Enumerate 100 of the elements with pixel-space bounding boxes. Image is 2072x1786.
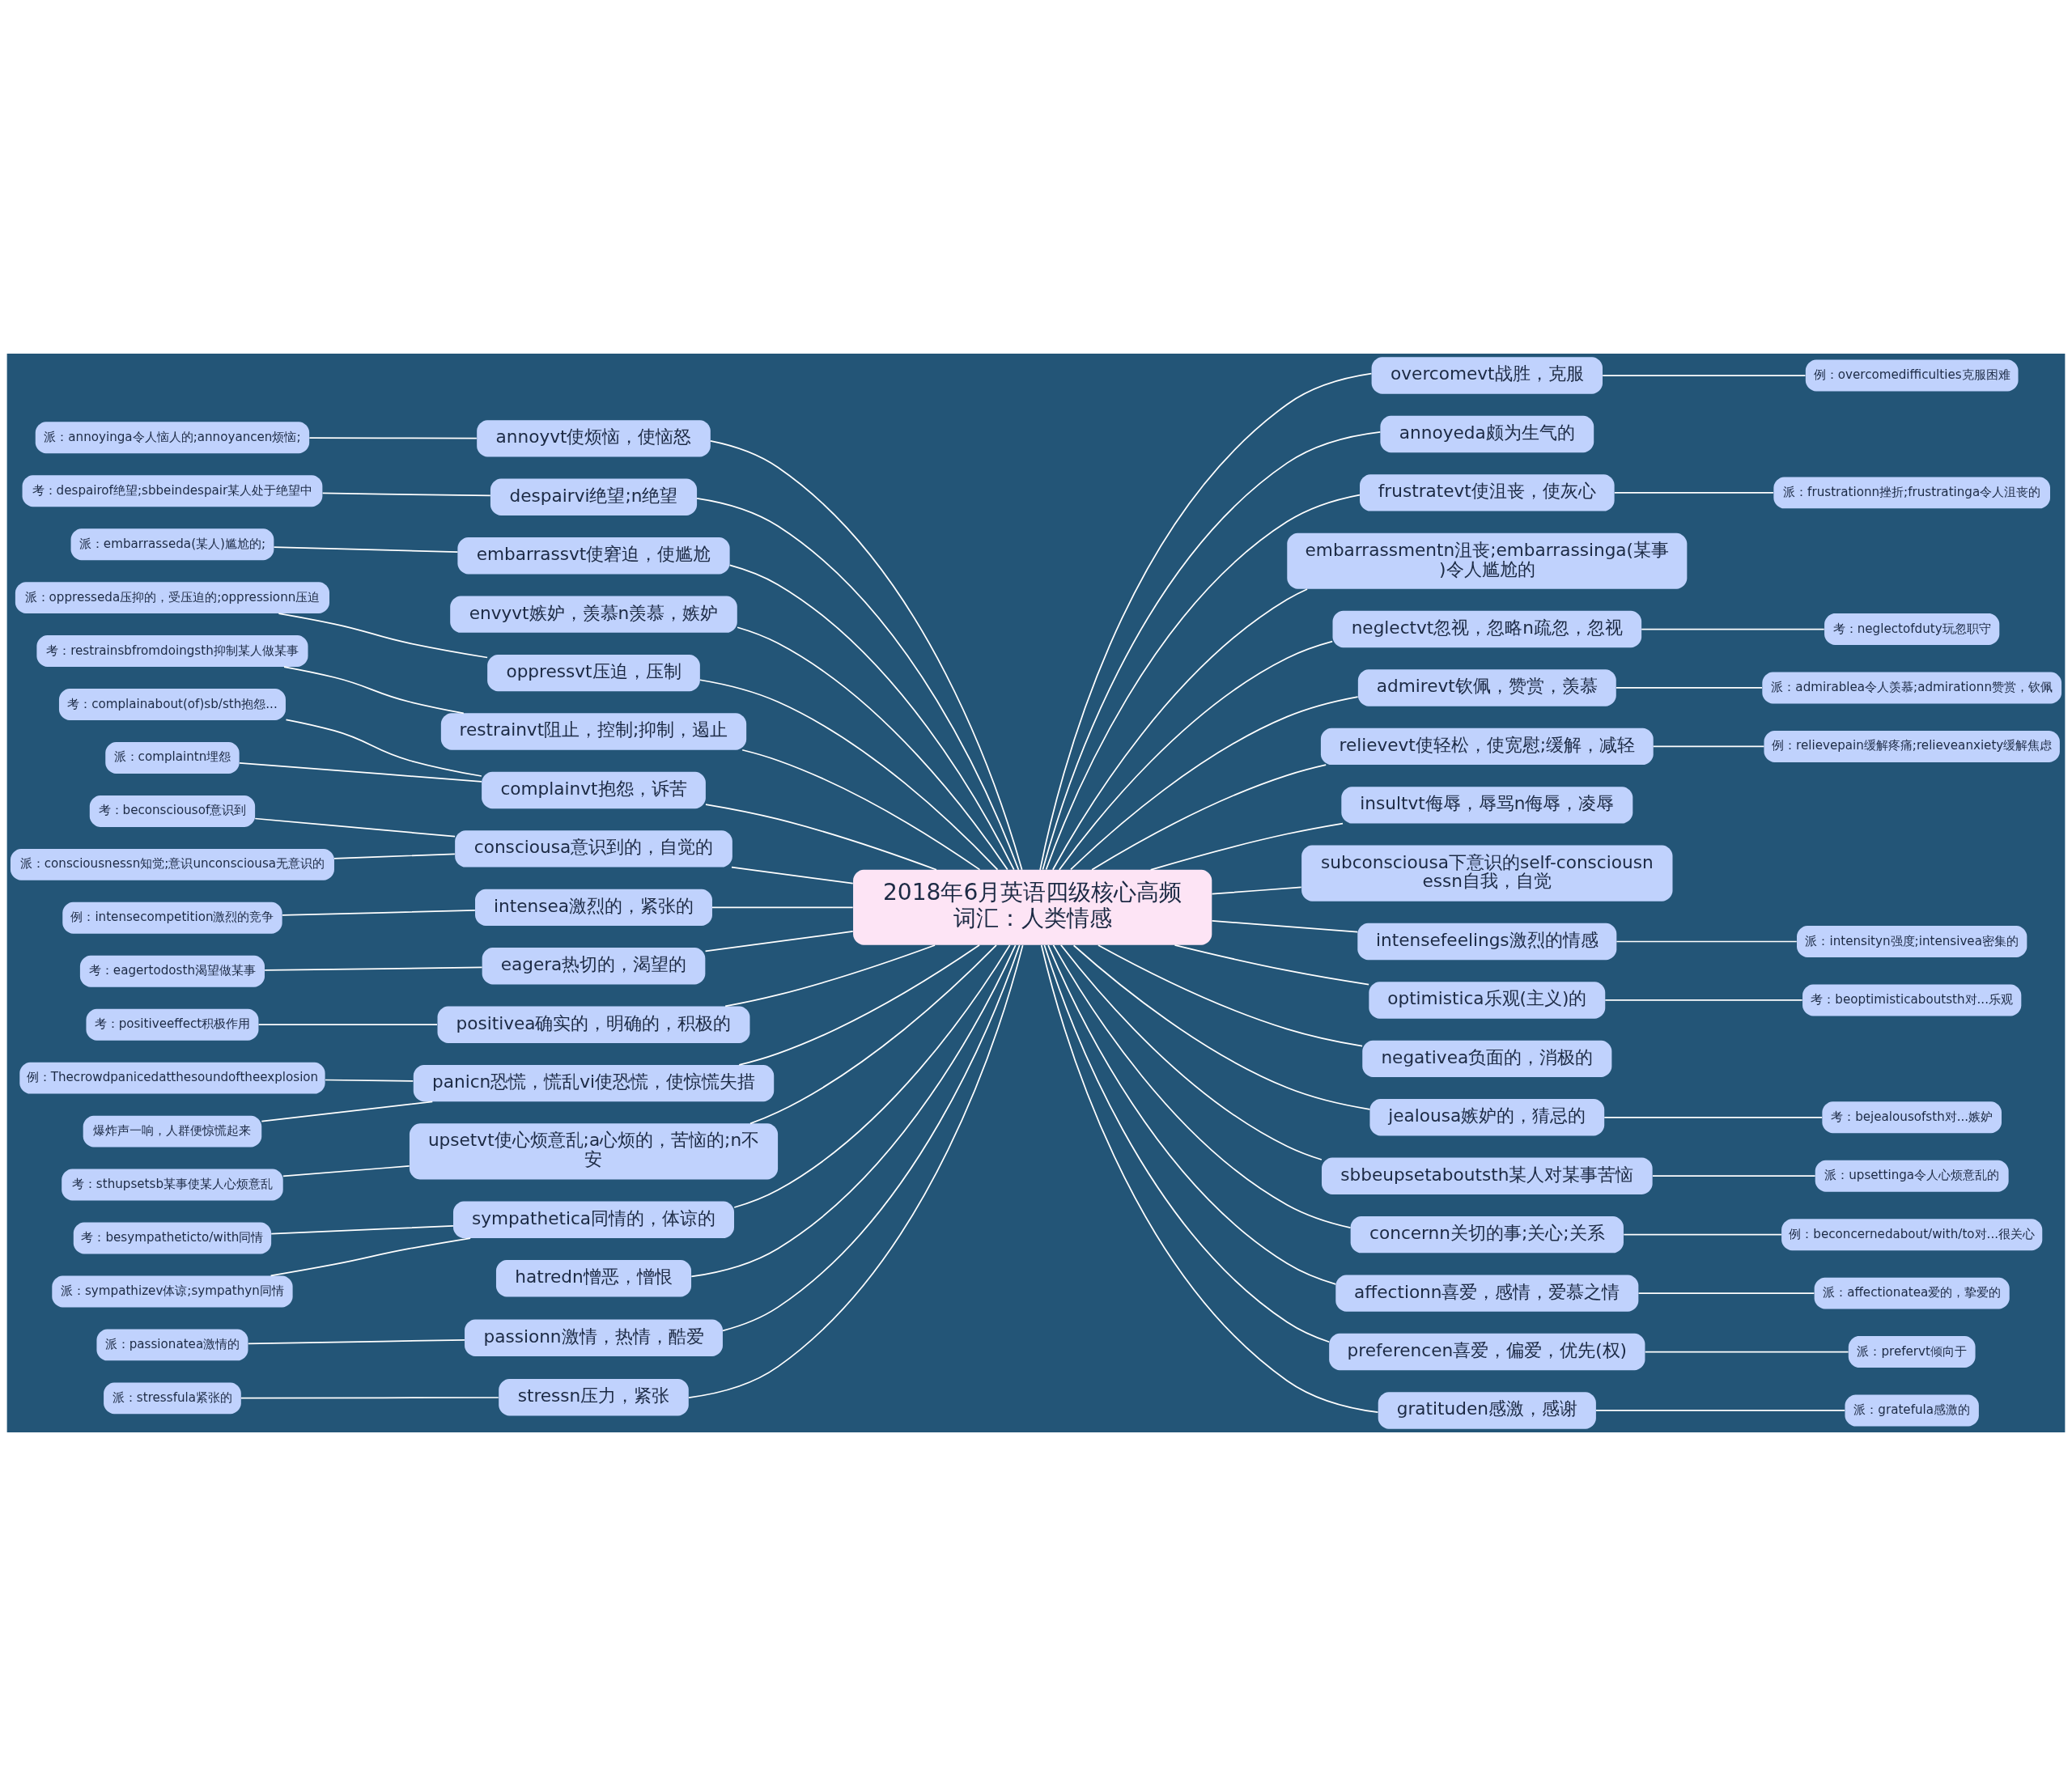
node-box: eagera热切的，渴望的: [482, 948, 706, 985]
node-box: embarrassmentn沮丧;embarrassinga(某事)令人尴尬的: [1287, 532, 1688, 589]
connector: [333, 853, 456, 859]
connector: [1058, 640, 1334, 871]
connector: [270, 1237, 472, 1277]
connector: [1051, 588, 1308, 871]
node-box: complainvt抱怨，诉苦: [482, 771, 706, 809]
node-box: 派：admirablea令人羡慕;admirationn赞赏，钦佩: [1762, 672, 2062, 704]
node-box: 例：intensecompetition激烈的竞争: [62, 901, 282, 934]
connector: [1045, 494, 1361, 871]
connector: [704, 931, 854, 952]
connector: [283, 666, 465, 715]
connector: [1070, 696, 1359, 871]
connector: [741, 749, 981, 871]
node-box: passionn激情，热情，酷爱: [465, 1319, 723, 1356]
node-box: 考：restrainsbfromdoingsth抑制某人做某事: [36, 635, 308, 668]
connector: [688, 944, 1024, 1398]
node-box: stressn压力，紧张: [499, 1379, 689, 1416]
connector: [261, 1101, 434, 1122]
node-box: 派：embarrasseda(某人)尴尬的;: [70, 528, 274, 561]
node-box: 派：gratefula感激的: [1845, 1394, 1979, 1427]
node-box: 考：eagertodosth渴望做某事: [79, 955, 265, 987]
connector: [1595, 1410, 1846, 1411]
node-box: 考：complainabout(of)sb/sth抱怨...: [58, 689, 286, 720]
connector: [690, 944, 1017, 1278]
node-box: 考：bejealousofsth对...嫉妒: [1822, 1101, 2002, 1134]
node-box: 例：relievepain缓解疼痛;relieveanxiety缓解焦虑: [1764, 730, 2060, 762]
node-box: overcomevt战胜，克服: [1371, 357, 1603, 394]
node-box: intensea激烈的，紧张的: [475, 889, 712, 927]
node-box: 2018年6月英语四级核心高频词汇：人类情感: [853, 869, 1212, 945]
connector: [1047, 944, 1337, 1285]
connector: [1652, 1175, 1816, 1177]
connector: [749, 944, 997, 1125]
connector: [1641, 628, 1825, 630]
node-box: 考：besympatheticto/with同情: [73, 1222, 272, 1254]
node-box: optimistica乐观(主义)的: [1369, 982, 1606, 1019]
connector: [239, 761, 482, 783]
node-box: preferencen喜爱，偏爱，优先(权): [1329, 1333, 1645, 1371]
node-box: annoyeda颇为生气的: [1380, 415, 1594, 453]
connector: [1149, 822, 1344, 871]
connector: [711, 906, 854, 909]
node-box: consciousa意识到的，自觉的: [455, 830, 732, 868]
connector: [1604, 999, 1803, 1001]
node-box: 派：sympathizev体谅;sympathyn同情: [52, 1275, 293, 1308]
node-box: sbbeupsetaboutsth某人对某事苦恼: [1322, 1157, 1653, 1194]
node-box: annoyvt使烦恼，使恼怒: [477, 420, 711, 457]
connector: [1072, 944, 1371, 1110]
connector: [724, 944, 936, 1008]
node-box: 爆炸声一响，人群便惊慌起来: [83, 1115, 262, 1148]
node-box: envyvt嫉妒，羡慕n羡慕，嫉妒: [450, 596, 737, 633]
connector: [1616, 687, 1763, 689]
connector: [699, 679, 999, 871]
node-box: relievevt使轻松，使宽慰;缓解，减轻: [1320, 728, 1654, 766]
node-box: sympathetica同情的，体谅的: [453, 1201, 734, 1238]
node-box: jealousa嫉妒的，猜忌的: [1369, 1099, 1605, 1136]
node-box: 派：upsettinga令人心烦意乱的: [1815, 1160, 2009, 1192]
node-box: frustratevt使沮丧，使灰心: [1360, 474, 1615, 511]
node-box: 派：affectionatea爱的，挚爱的: [1814, 1277, 2010, 1309]
node-box: 派：consciousnessn知觉;意识unconsciousa无意识的: [10, 848, 334, 880]
node-box: 考：beconsciousof意识到: [89, 795, 256, 827]
connector: [270, 1225, 454, 1235]
node-box: upsetvt使心烦意乱;a心烦的，苦恼的;n不安: [409, 1123, 779, 1180]
connector: [1616, 940, 1798, 943]
connector: [1602, 375, 1807, 376]
connector: [254, 817, 456, 838]
connector: [1623, 1233, 1782, 1236]
connector: [321, 492, 491, 497]
node-box: oppressvt压迫，压制: [487, 654, 700, 692]
connector: [1091, 764, 1327, 871]
node-box: despairvi绝望;n绝望: [490, 478, 698, 515]
node-box: gratituden感激，感谢: [1378, 1392, 1596, 1429]
node-box: neglectvt忽视，忽略n疏忽，忽视: [1332, 610, 1642, 648]
connector: [325, 1079, 414, 1082]
connector: [696, 497, 1020, 871]
connector: [1043, 944, 1331, 1343]
connector: [1052, 944, 1352, 1228]
connector: [1174, 944, 1369, 986]
node-box: intensefeelings激烈的情感: [1357, 923, 1617, 961]
node-box: 派：stressfula紧张的: [104, 1382, 241, 1415]
node-box: 例：overcomedifficulties克服困难: [1805, 359, 2019, 392]
connector: [1644, 1351, 1849, 1353]
connector: [733, 944, 1011, 1208]
connector: [1098, 944, 1363, 1047]
node-box: 考：neglectofduty玩忽职守: [1824, 613, 2000, 645]
node-box: 派：passionatea激情的: [96, 1329, 248, 1361]
node-box: admirevt钦佩，赞赏，羡慕: [1357, 669, 1616, 706]
connector: [285, 719, 482, 777]
connector: [1211, 920, 1359, 933]
connector: [1652, 745, 1765, 748]
node-box: 例：Thecrowdpanicedatthesoundoftheexplosion: [19, 1062, 325, 1094]
node-box: affectionn喜爱，感情，爱慕之情: [1335, 1275, 1639, 1312]
node-box: 派：prefervt倾向于: [1848, 1336, 1976, 1368]
node-box: 考：sthupsetsb某事使某人心烦意乱: [62, 1169, 283, 1201]
connector: [308, 437, 478, 439]
node-box: 考：despairof绝望;sbbeindespair某人处于绝望中: [22, 475, 323, 507]
node-box: negativea负面的，消极的: [1362, 1040, 1612, 1078]
connector: [731, 866, 854, 885]
connector: [278, 613, 488, 659]
connector: [247, 1339, 465, 1345]
node-box: 派：oppresseda压抑的，受压迫的;oppressionn压迫: [15, 582, 329, 614]
